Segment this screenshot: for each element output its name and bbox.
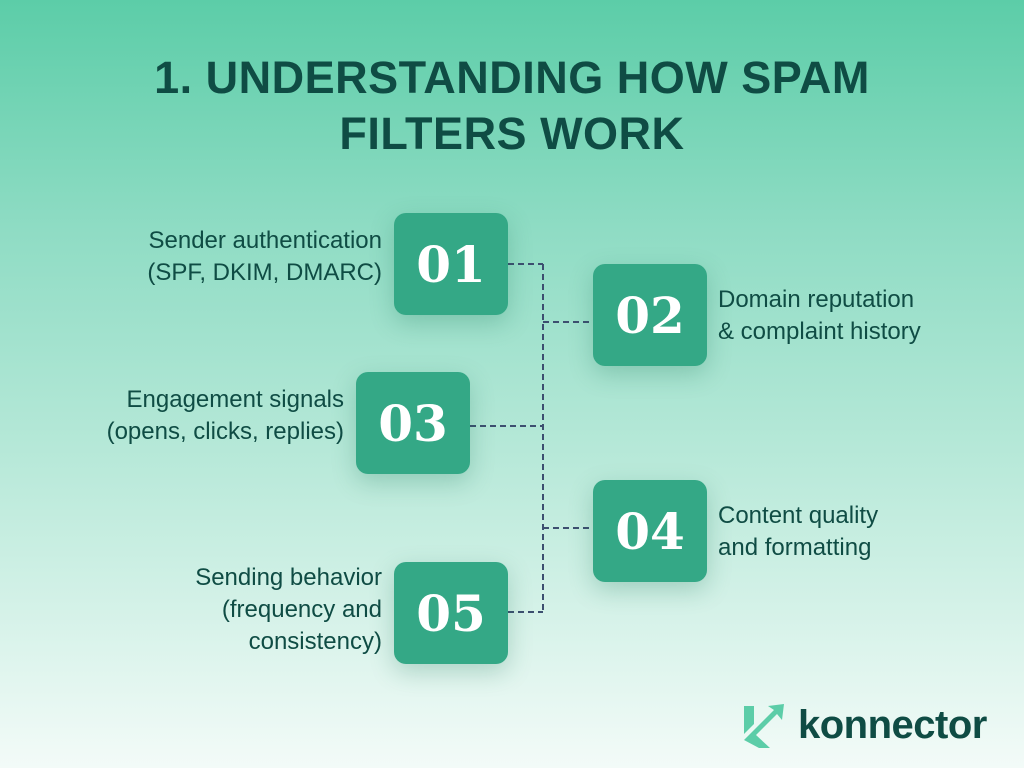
step-04-badge: 04: [593, 480, 707, 582]
step-05-badge: 05: [394, 562, 508, 664]
step-03-label: Engagement signals(opens, clicks, replie…: [106, 386, 344, 445]
konnector-logo: konnector: [744, 702, 987, 748]
step-01-label: Sender authentication(SPF, DKIM, DMARC): [147, 227, 382, 286]
page-title: 1. UNDERSTANDING HOW SPAM FILTERS WORK: [154, 52, 870, 159]
step-03-badge: 03: [356, 372, 470, 474]
step-02-label: Domain reputation& complaint history: [718, 286, 921, 345]
konnector-logo-mark-icon: [744, 704, 784, 748]
step-01-badge: 01: [394, 213, 508, 315]
logo-text: konnector: [798, 702, 987, 747]
step-02-badge: 02: [593, 264, 707, 366]
